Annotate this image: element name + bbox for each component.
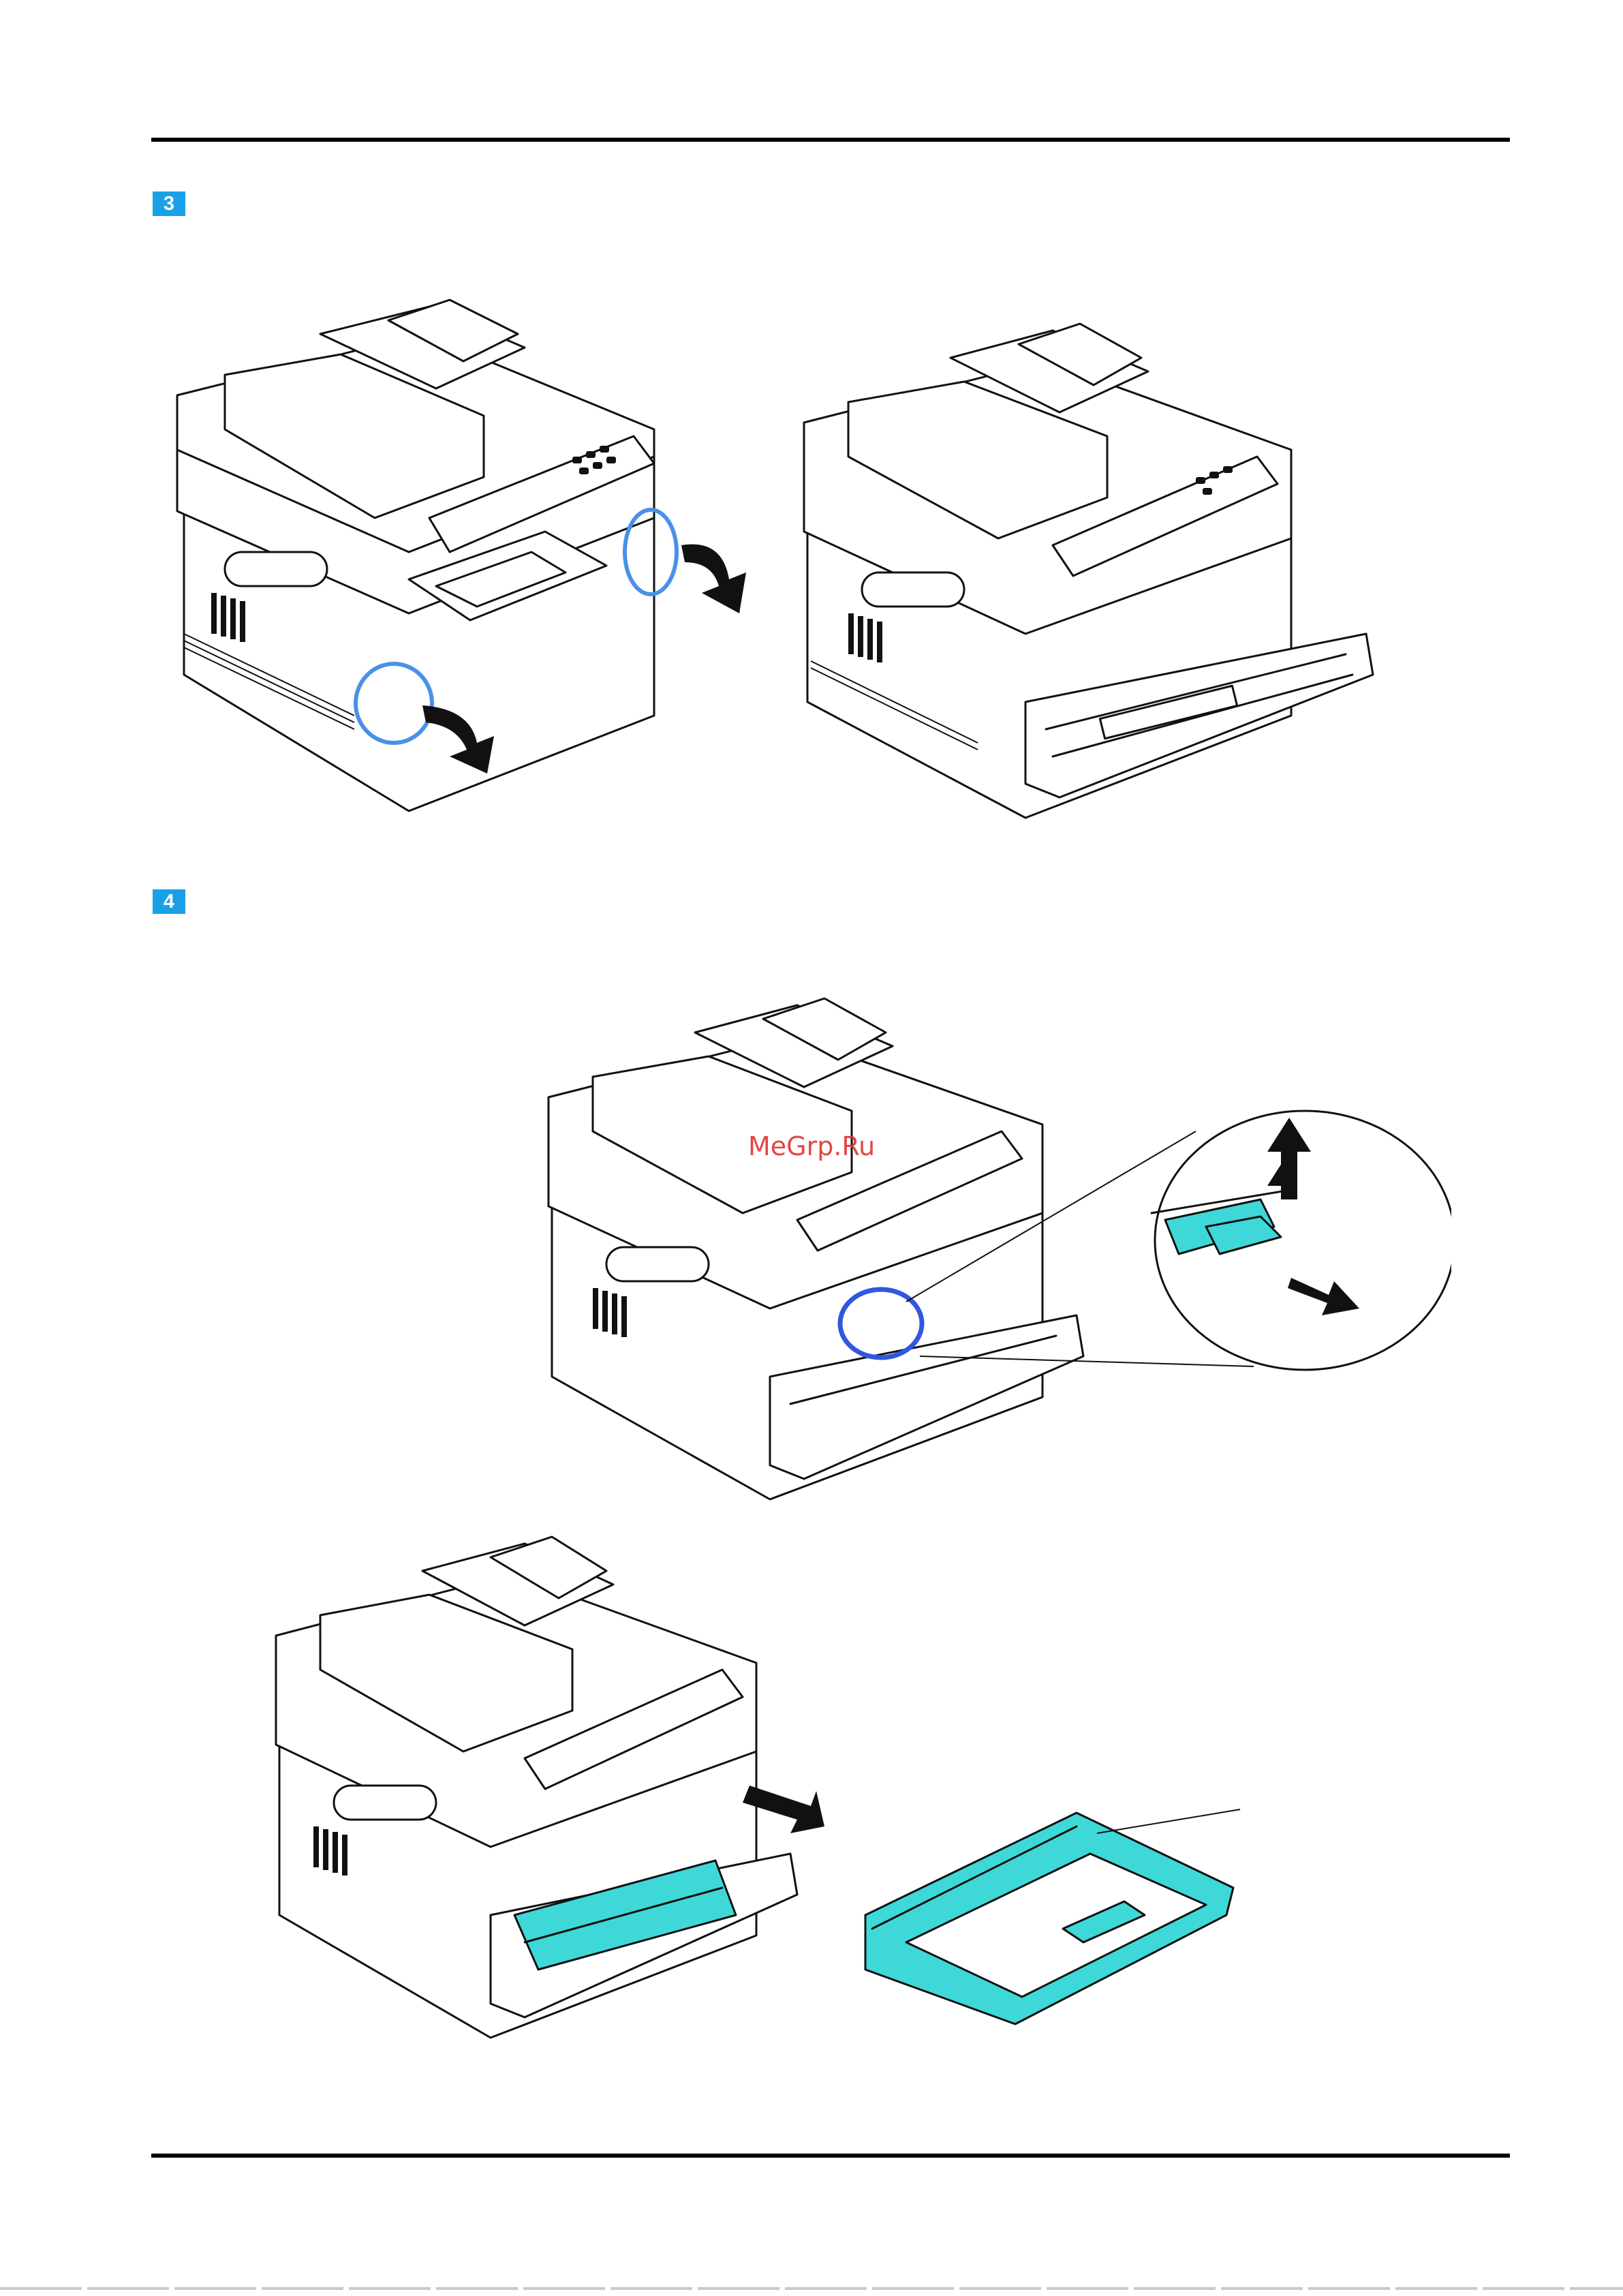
drum-removal-illustration xyxy=(266,1533,1254,2051)
drum-release-tab-illustration xyxy=(538,995,1451,1513)
printer-cover-open-illustration xyxy=(801,320,1387,831)
straight-arrow-icon xyxy=(1288,1278,1359,1315)
footer-rule xyxy=(151,2154,1510,2158)
step-badge-4: 4 xyxy=(153,889,185,914)
up-arrow-icon xyxy=(1267,1118,1311,1199)
curved-arrow-icon xyxy=(681,545,746,613)
printer-closed-illustration xyxy=(164,293,763,818)
header-rule xyxy=(151,138,1510,142)
step-badge-3: 3 xyxy=(153,192,185,216)
watermark: MeGrp.Ru xyxy=(748,1131,875,1161)
drum-leader-line xyxy=(1097,1809,1240,1833)
page-edge xyxy=(0,2287,1623,2290)
